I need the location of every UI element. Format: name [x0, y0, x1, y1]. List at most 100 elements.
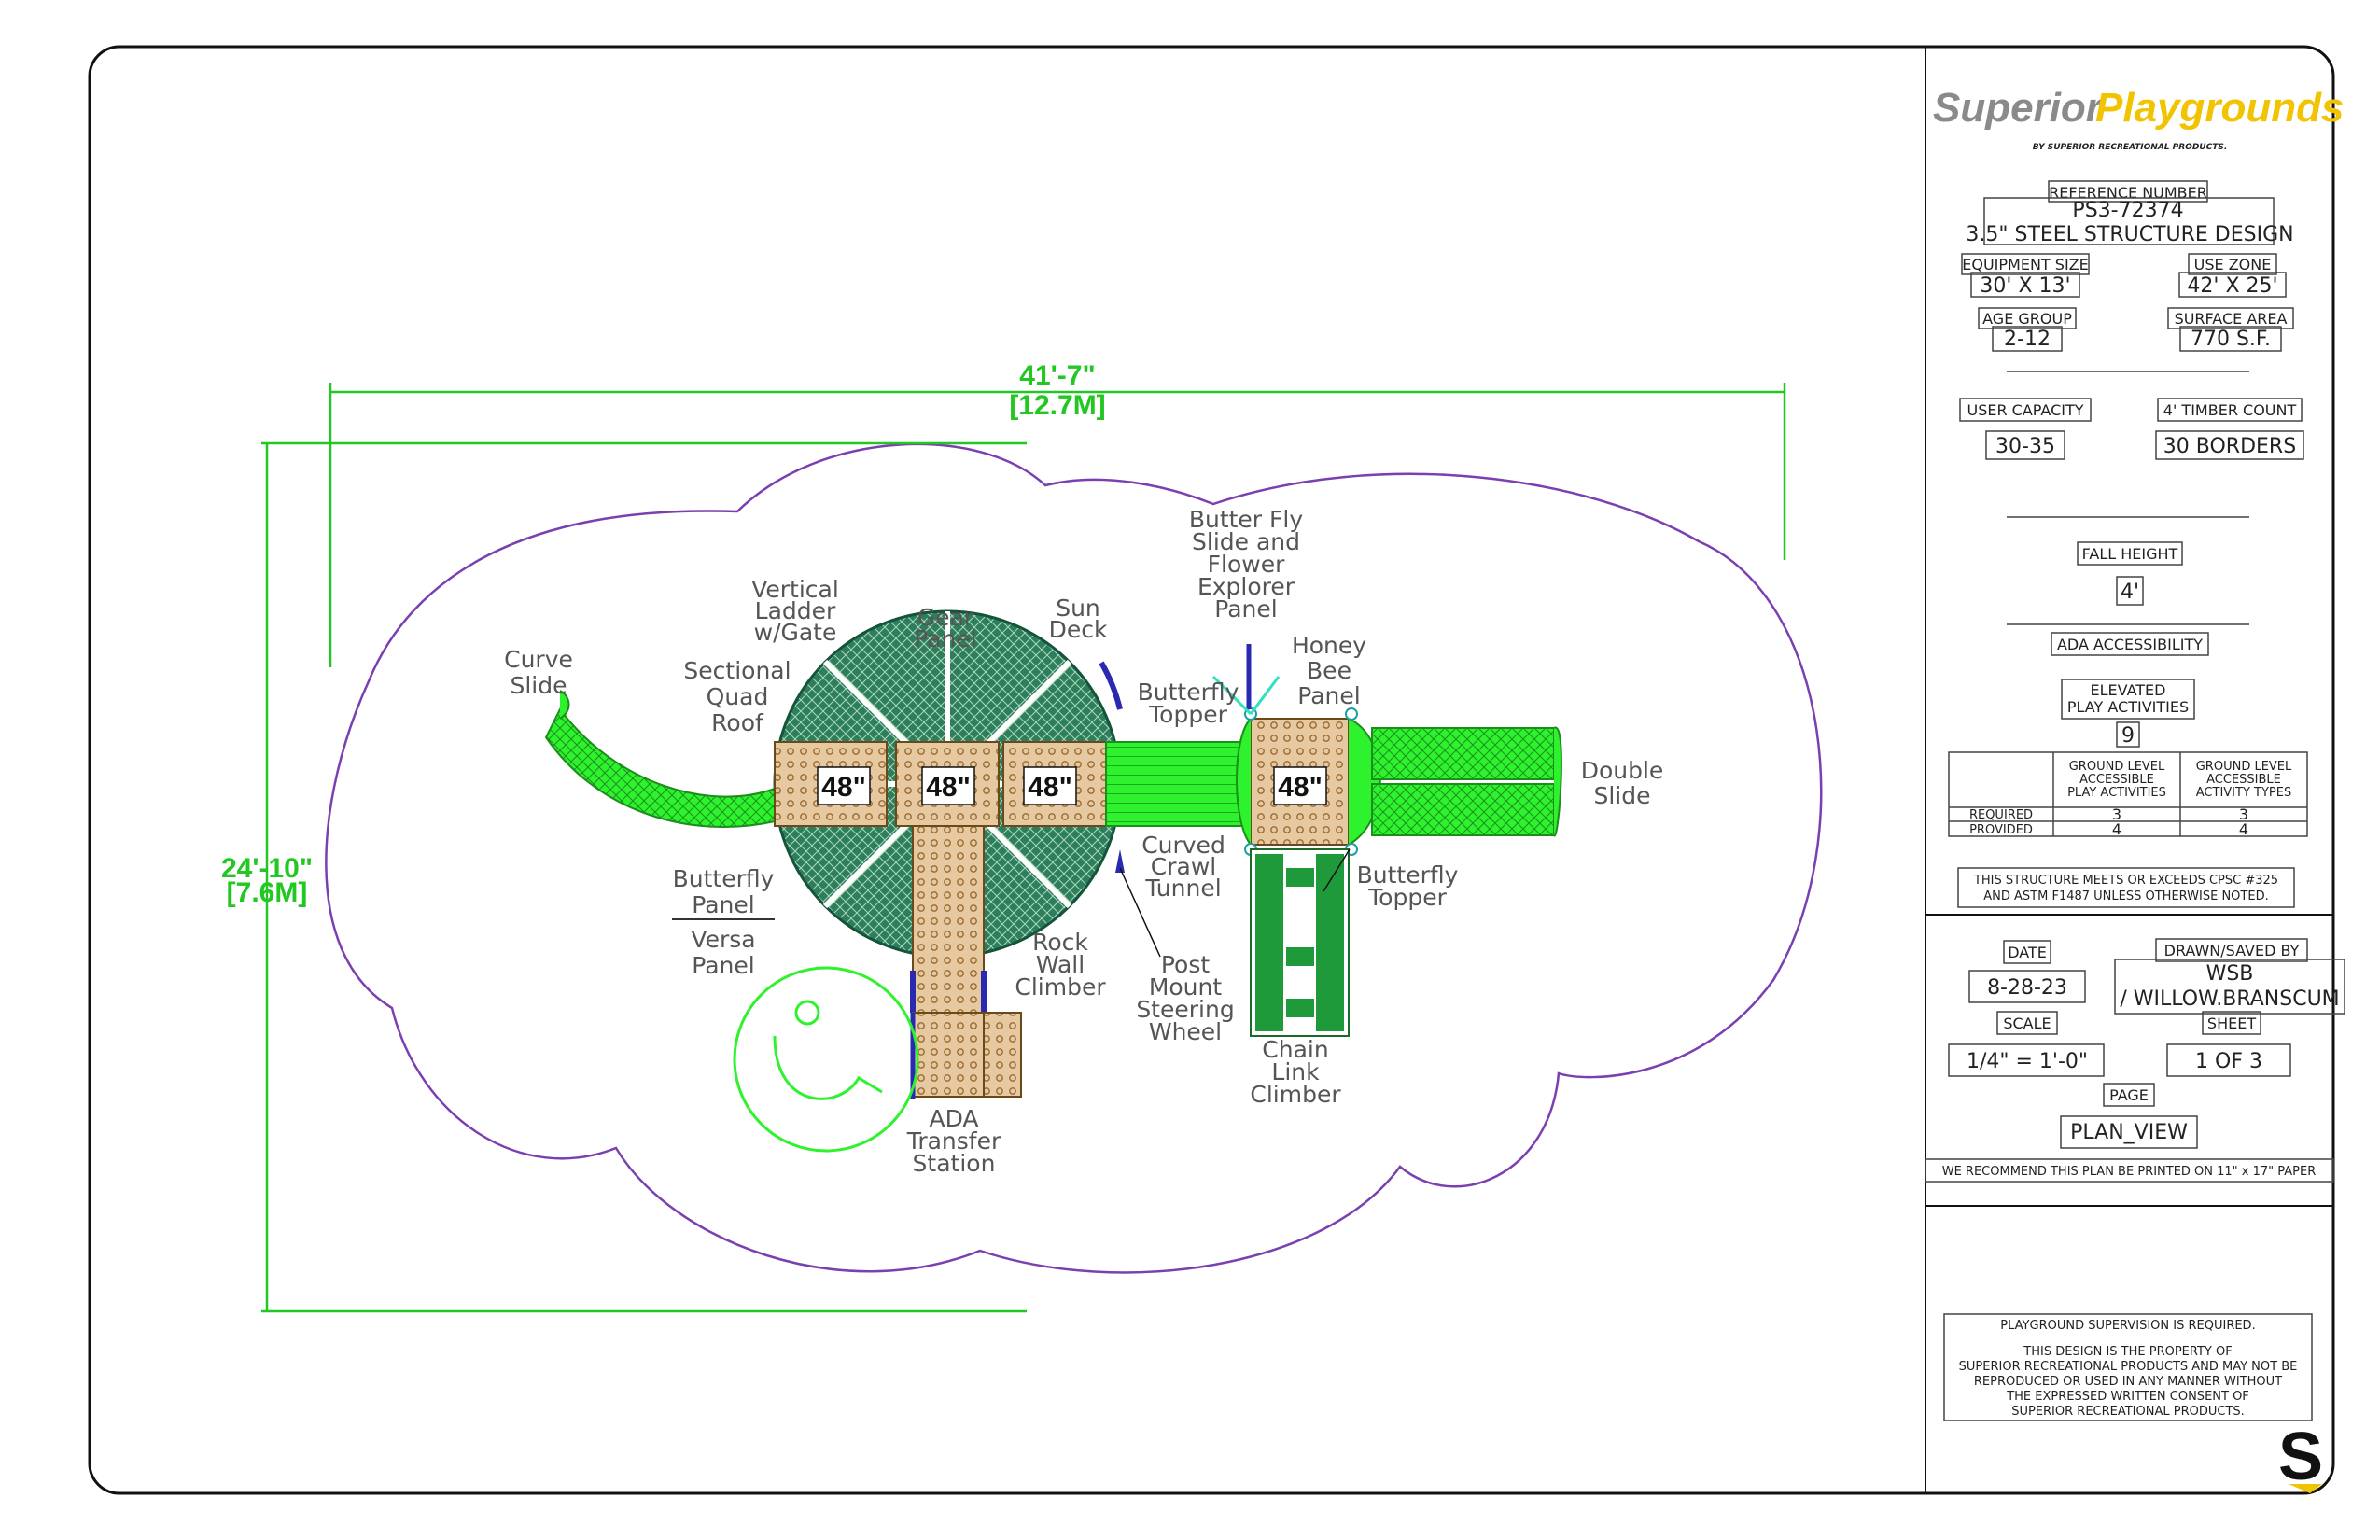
steering-wheel-mount [1115, 849, 1125, 873]
plan-label-text: Panel [1297, 682, 1360, 709]
timber-count: 30 BORDERS [2163, 435, 2296, 458]
plan-label-text: Vertical [751, 576, 839, 603]
deck-right [1002, 741, 1107, 827]
surface-area-label: SURFACE AREA [2175, 310, 2288, 328]
plan-label-text: Butterfly [1357, 861, 1459, 889]
label-versa-panel: Versa Panel [691, 926, 755, 979]
plan-label-text: Panel [1214, 595, 1277, 623]
accessibility-table [1948, 751, 2308, 837]
table-col1-line3: PLAY ACTIVITIES [2067, 786, 2166, 800]
ada-transfer-platform [912, 1012, 985, 1098]
structure-design: 3.5" STEEL STRUCTURE DESIGN [1966, 223, 2293, 246]
deck-height-3: 48" [1028, 772, 1072, 803]
date-label: DATE [2008, 944, 2047, 961]
double-slide [1371, 726, 1562, 837]
label-ada-transfer-station: ADA Transfer Station [906, 1105, 1001, 1177]
plan-label-text: Curved [1141, 832, 1225, 859]
drawn-by-2: / WILLOW.BRANSCUM [2120, 987, 2339, 1011]
reference-number: PS3-72374 [2072, 199, 2183, 222]
plan-label-text: Curve [504, 646, 573, 673]
fall-height-label: FALL HEIGHT [2082, 545, 2178, 563]
corner-logo: S [2278, 1420, 2323, 1494]
plan-label-text: Mount [1149, 973, 1223, 1001]
elevated-label-2: PLAY ACTIVITIES [2067, 698, 2189, 716]
property-line5: SUPERIOR RECREATIONAL PRODUCTS. [2011, 1405, 2245, 1419]
user-capacity: 30-35 [1995, 435, 2055, 458]
label-butterfly-slide-panel: Butter Fly Slide and Flower Explorer Pan… [1189, 506, 1304, 623]
plan-label-text: Transfer [906, 1127, 1001, 1155]
plan-label-text: Honey [1292, 632, 1366, 659]
plan-label-text: Explorer [1197, 573, 1295, 600]
table-row-required-v1: 3 [2112, 805, 2121, 823]
plan-label-text: BY SUPERIOR RECREATIONAL PRODUCTS. [2033, 143, 2228, 152]
plan-label-text: Slide [1593, 782, 1650, 809]
label-butterfly-topper-right: Butterfly Topper [1357, 861, 1459, 911]
surface-area: 770 S.F. [2191, 328, 2271, 351]
print-note: WE RECOMMEND THIS PLAN BE PRINTED ON 11"… [1942, 1165, 2317, 1179]
table-col1-line2: ACCESSIBLE [2079, 773, 2154, 787]
plan-label-text: Steering [1136, 996, 1234, 1023]
property-line1: THIS DESIGN IS THE PROPERTY OF [2023, 1345, 2232, 1359]
label-gear-panel: Gear Panel [914, 604, 976, 652]
plan-label-text: Rock [1032, 929, 1088, 956]
label-post-mount-steering-wheel: Post Mount Steering Wheel [1136, 951, 1234, 1045]
plan-label-text: S [2278, 1420, 2323, 1494]
table-row-required-v2: 3 [2239, 805, 2248, 823]
elevated-label-1: ELEVATED [2091, 681, 2166, 699]
depth-dimension-m: [7.6M] [227, 877, 308, 908]
plan-label-text: Bee [1307, 657, 1351, 684]
plan-label-text: Tunnel [1144, 875, 1221, 902]
plan-label-text: Station [913, 1150, 996, 1177]
label-vertical-ladder: Vertical Ladder w/Gate [751, 576, 839, 646]
page-label: PAGE [2109, 1086, 2149, 1104]
use-zone-label: USE ZONE [2194, 256, 2272, 273]
ada-symbol [733, 966, 919, 1153]
plan-label-text: Panel [692, 891, 754, 918]
plan-label-text: Wall [1036, 951, 1085, 978]
plan-label-text: Butter Fly [1189, 506, 1304, 533]
property-line4: THE EXPRESSED WRITTEN CONSENT OF [2006, 1390, 2249, 1404]
label-curve-slide: Curve Slide [504, 646, 573, 699]
drawn-by-1: WSB [2206, 962, 2254, 986]
label-butterfly-topper-left: Butterfly Topper [1138, 679, 1239, 728]
plan-label-text: Panel [914, 625, 976, 652]
table-row-provided-v1: 4 [2112, 820, 2121, 838]
plan-label-text: Slide [510, 672, 567, 699]
width-dimension [329, 383, 1786, 667]
label-double-slide: Double Slide [1581, 757, 1664, 809]
property-line2: SUPERIOR RECREATIONAL PRODUCTS AND MAY N… [1959, 1360, 2298, 1374]
user-capacity-label: USER CAPACITY [1967, 401, 2083, 419]
transfer-steps [912, 825, 985, 1014]
label-chain-link-climber: Chain Link Climber [1250, 1036, 1341, 1108]
table-col2-line2: ACCESSIBLE [2206, 773, 2281, 787]
table-col1-line1: GROUND LEVEL [2069, 760, 2165, 774]
table-row-required-label: REQUIRED [1969, 808, 2033, 822]
ada-accessibility-label: ADA ACCESSIBILITY [2057, 636, 2203, 653]
scale-label: SCALE [2003, 1015, 2051, 1032]
property-line3: REPRODUCED OR USED IN ANY MANNER WITHOUT [1974, 1375, 2282, 1389]
brand-logo: Superior Playgrounds BY SUPERIOR RECREAT… [1933, 85, 2345, 152]
equipment-size-label: EQUIPMENT SIZE [1962, 256, 2088, 273]
plan-label-text: Playgrounds [2095, 85, 2345, 131]
sheet-label: SHEET [2207, 1015, 2256, 1032]
label-curved-crawl-tunnel: Curved Crawl Tunnel [1141, 832, 1225, 902]
plan-label-text: Sectional [683, 657, 791, 684]
table-row-provided-label: PROVIDED [1969, 823, 2033, 837]
plan-label-text: Gear [917, 604, 974, 631]
plan-label-text: Double [1581, 757, 1664, 784]
equipment-size: 30' X 13' [1980, 274, 2070, 298]
chain-link-climber [1250, 848, 1350, 1037]
label-honey-bee-panel: Honey Bee Panel [1292, 632, 1366, 709]
plan-label-text: ADA [929, 1105, 978, 1132]
use-zone-boundary [325, 442, 1823, 1274]
plan-label-text: Flower [1208, 551, 1285, 578]
plan-label-text: Topper [1367, 884, 1447, 911]
plan-label-text: Sun [1056, 595, 1100, 622]
timber-count-label: 4' TIMBER COUNT [2163, 401, 2297, 419]
plan-label-text: Chain [1262, 1036, 1328, 1063]
label-rock-wall-climber: Rock Wall Climber [1015, 929, 1106, 1001]
plan-label-text: Topper [1148, 701, 1227, 728]
page-name: PLAN_VIEW [2070, 1121, 2188, 1144]
scale: 1/4" = 1'-0" [1967, 1050, 2088, 1073]
